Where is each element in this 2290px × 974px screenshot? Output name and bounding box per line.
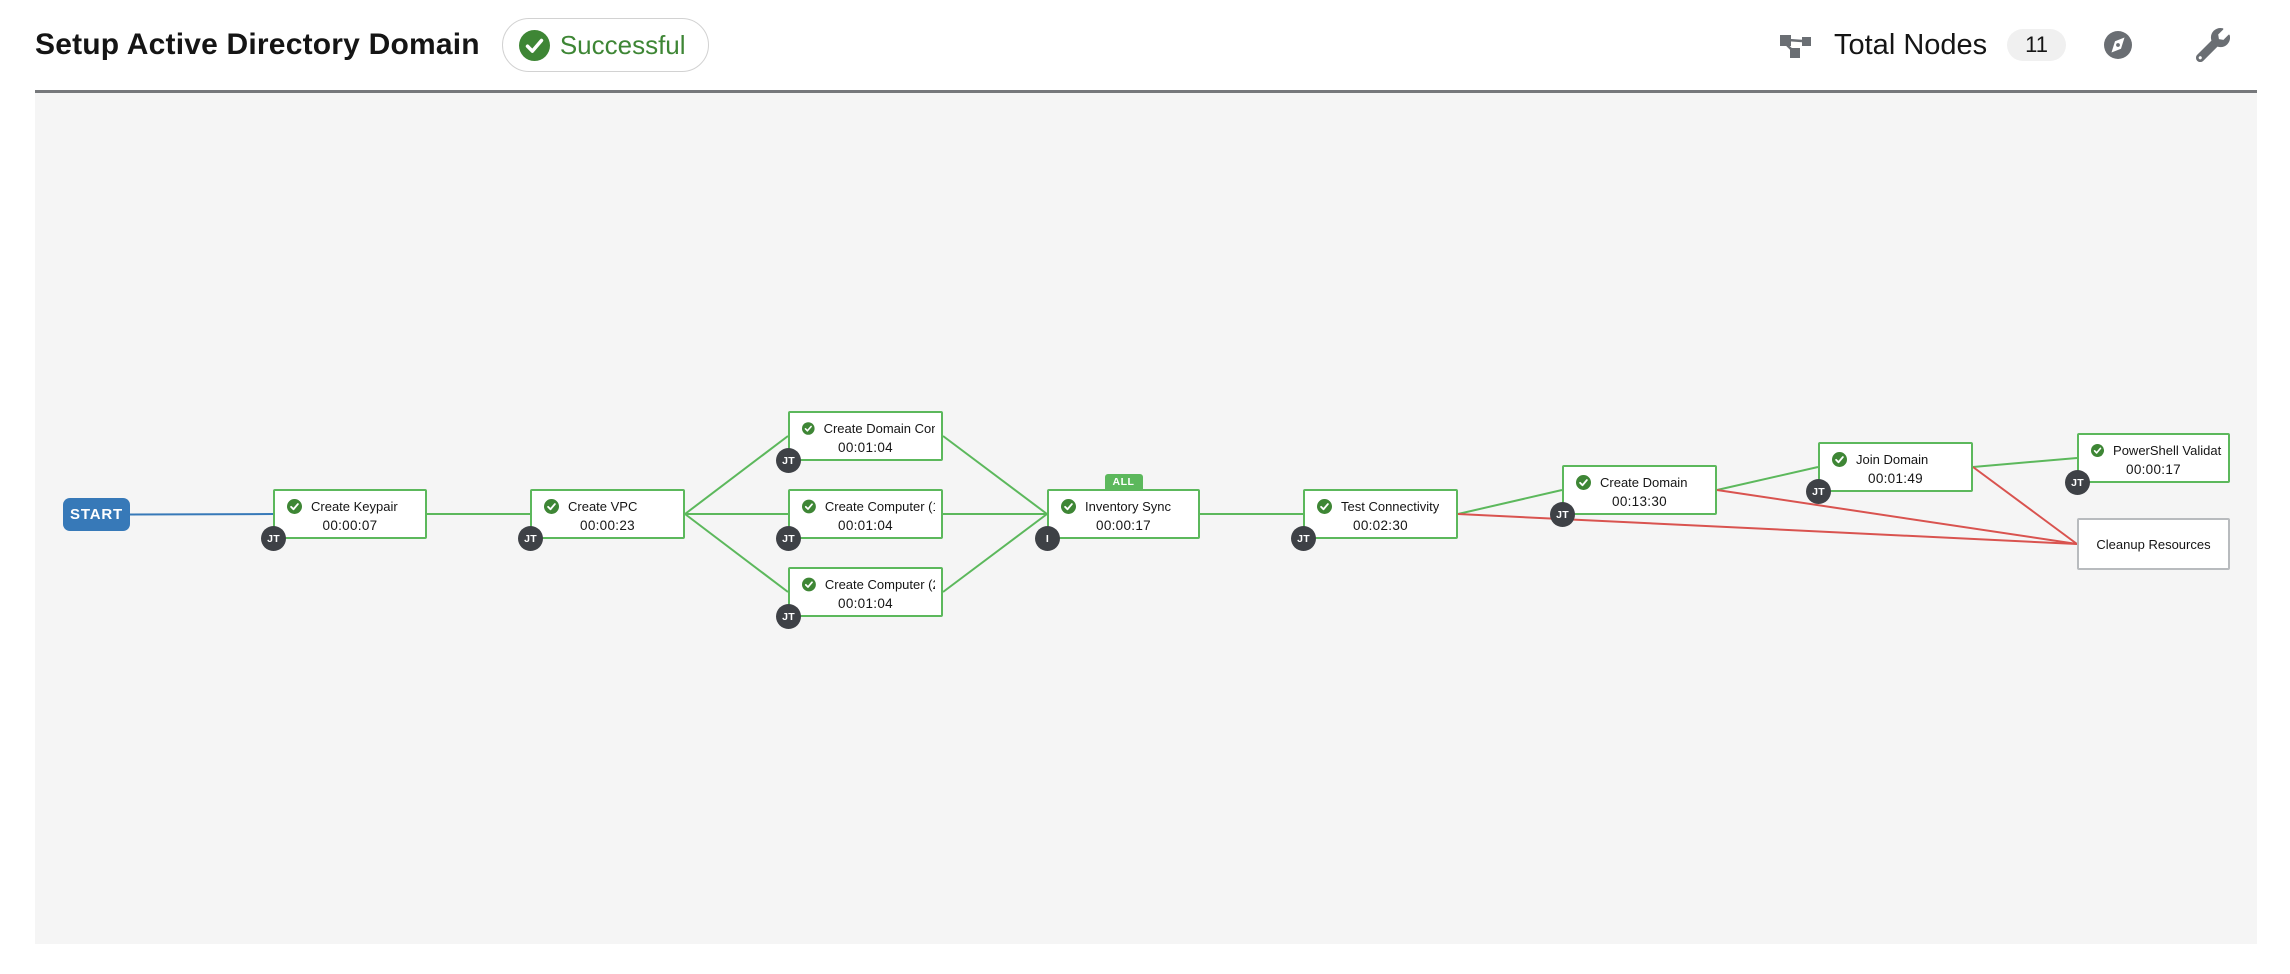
workflow-node-create_domain[interactable]: Create Domain 00:13:30 xyxy=(1562,465,1717,515)
node-elapsed-time: 00:00:17 xyxy=(2126,462,2181,477)
node-type-badge: JT xyxy=(1291,526,1316,551)
node-type-badge: JT xyxy=(1550,502,1575,527)
workflow-node-create_keypair[interactable]: Create Keypair 00:00:07 xyxy=(273,489,427,539)
node-name: Create Computer (2) xyxy=(824,577,935,592)
node-elapsed-time: 00:00:17 xyxy=(1096,518,1151,533)
header-divider xyxy=(35,90,2257,93)
node-elapsed-time: 00:00:07 xyxy=(322,518,378,533)
node-elapsed-time: 00:00:23 xyxy=(580,518,635,533)
success-check-icon xyxy=(287,499,302,514)
success-check-icon xyxy=(802,422,815,435)
compass-icon xyxy=(2102,29,2134,61)
success-check-icon xyxy=(1576,475,1591,490)
workflow-node-create_domain_controller[interactable]: Create Domain Contr... 00:01:04 xyxy=(788,411,943,461)
workflow-edge-create_domain-join_domain xyxy=(1716,466,1819,491)
node-type-badge: JT xyxy=(1806,479,1831,504)
success-check-icon xyxy=(802,499,816,514)
workflow-edge-create_domain_controller-inventory_sync xyxy=(942,435,1048,515)
workflow-edge-create_computer_2-inventory_sync xyxy=(942,513,1048,593)
success-check-icon xyxy=(1832,452,1847,467)
status-badge: Successful xyxy=(501,18,709,72)
success-check-icon xyxy=(1317,499,1332,514)
workflow-edge-create_domain-cleanup_resources xyxy=(1716,489,2078,545)
convergence-all-badge: ALL xyxy=(1104,474,1143,490)
workflow-edge-join_domain-cleanup_resources xyxy=(1972,466,2078,545)
node-elapsed-time: 00:01:04 xyxy=(838,596,893,611)
workflow-node-inventory_sync[interactable]: Inventory Sync 00:00:17 xyxy=(1047,489,1200,539)
workflow-node-create_computer_1[interactable]: Create Computer (1) 00:01:04 xyxy=(788,489,943,539)
node-name: Create Domain xyxy=(1600,475,1688,490)
success-check-icon xyxy=(518,29,550,61)
node-elapsed-time: 00:01:49 xyxy=(1868,471,1923,486)
workflow-edge-start-create_keypair xyxy=(129,513,274,516)
workflow-start-node: START xyxy=(63,498,130,531)
node-elapsed-time: 00:13:30 xyxy=(1612,494,1667,509)
success-check-icon xyxy=(802,577,816,592)
success-check-icon xyxy=(544,499,559,514)
success-check-icon xyxy=(2091,443,2105,458)
node-type-badge: JT xyxy=(776,604,801,629)
workflow-edge-test_connectivity-create_domain xyxy=(1457,489,1563,515)
page-title: Setup Active Directory Domain xyxy=(35,28,480,61)
node-name: Create VPC xyxy=(568,499,638,514)
node-type-badge: I xyxy=(1035,526,1060,551)
total-nodes-label: Total Nodes xyxy=(1834,28,1988,61)
node-name: PowerShell Validation xyxy=(2113,443,2222,458)
node-type-badge: JT xyxy=(2065,470,2090,495)
node-name: Test Connectivity xyxy=(1341,499,1440,514)
node-elapsed-time: 00:02:30 xyxy=(1353,518,1408,533)
node-name: Create Domain Contr... xyxy=(823,421,935,436)
node-elapsed-time: 00:01:04 xyxy=(838,518,893,533)
tools-wrench-button[interactable] xyxy=(2196,28,2230,62)
success-check-icon xyxy=(1061,499,1076,514)
page-header: Setup Active Directory Domain Successful xyxy=(0,0,2290,90)
node-type-badge: JT xyxy=(261,526,286,551)
node-name: Create Keypair xyxy=(311,499,398,514)
workflow-node-cleanup_resources[interactable]: Cleanup Resources xyxy=(2077,518,2230,570)
legend-compass-button[interactable] xyxy=(2102,29,2134,61)
workflow-node-create_computer_2[interactable]: Create Computer (2) 00:01:04 xyxy=(788,567,943,617)
sitemap-icon xyxy=(1778,32,1814,59)
workflow-edge-create_vpc-create_computer_2 xyxy=(684,513,789,593)
node-name: Join Domain xyxy=(1856,452,1929,467)
node-type-badge: JT xyxy=(776,526,801,551)
workflow-edge-create_vpc-create_domain_controller xyxy=(684,435,789,515)
node-name: Inventory Sync xyxy=(1085,499,1171,514)
node-type-badge: JT xyxy=(776,448,801,473)
workflow-edge-join_domain-powershell_validation xyxy=(1972,457,2078,468)
status-label: Successful xyxy=(559,29,686,60)
node-name: Cleanup Resources xyxy=(2096,536,2211,552)
wrench-icon xyxy=(2196,28,2230,62)
node-type-badge: JT xyxy=(518,526,543,551)
workflow-node-powershell_validation[interactable]: PowerShell Validation 00:00:17 xyxy=(2077,433,2230,483)
workflow-node-test_connectivity[interactable]: Test Connectivity 00:02:30 xyxy=(1303,489,1458,539)
node-name: Create Computer (1) xyxy=(824,499,935,514)
node-elapsed-time: 00:01:04 xyxy=(838,440,893,455)
workflow-node-join_domain[interactable]: Join Domain 00:01:49 xyxy=(1818,442,1973,492)
total-nodes-count: 11 xyxy=(2007,29,2066,61)
workflow-node-create_vpc[interactable]: Create VPC 00:00:23 xyxy=(530,489,685,539)
workflow-edges xyxy=(129,435,2078,593)
